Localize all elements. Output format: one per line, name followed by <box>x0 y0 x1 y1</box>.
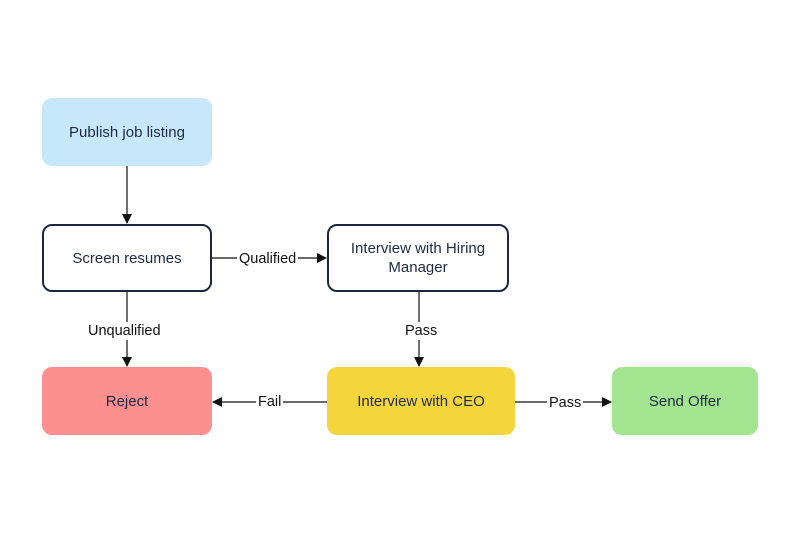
node-publish-job-listing[interactable]: Publish job listing <box>42 98 212 166</box>
edge-label-qualified: Qualified <box>237 250 299 268</box>
node-screen-resumes[interactable]: Screen resumes <box>42 224 212 292</box>
edge-label-pass-ceo: Pass <box>547 394 584 412</box>
node-reject[interactable]: Reject <box>42 367 212 435</box>
node-screen-label: Screen resumes <box>72 249 182 267</box>
node-interview-hiring-manager[interactable]: Interview with Hiring Manager <box>327 224 509 292</box>
node-reject-label: Reject <box>105 392 149 410</box>
node-ceo-label: Interview with CEO <box>357 392 485 410</box>
edge-label-pass-hiring: Pass <box>403 322 440 340</box>
node-interview-label: Interview with Hiring Manager <box>350 240 486 276</box>
node-offer-label: Send Offer <box>648 392 722 410</box>
node-publish-label: Publish job listing <box>69 123 185 141</box>
node-send-offer[interactable]: Send Offer <box>612 367 758 435</box>
edge-label-fail: Fail <box>256 393 284 411</box>
node-interview-ceo[interactable]: Interview with CEO <box>327 367 515 435</box>
edge-label-unqualified: Unqualified <box>86 322 163 340</box>
